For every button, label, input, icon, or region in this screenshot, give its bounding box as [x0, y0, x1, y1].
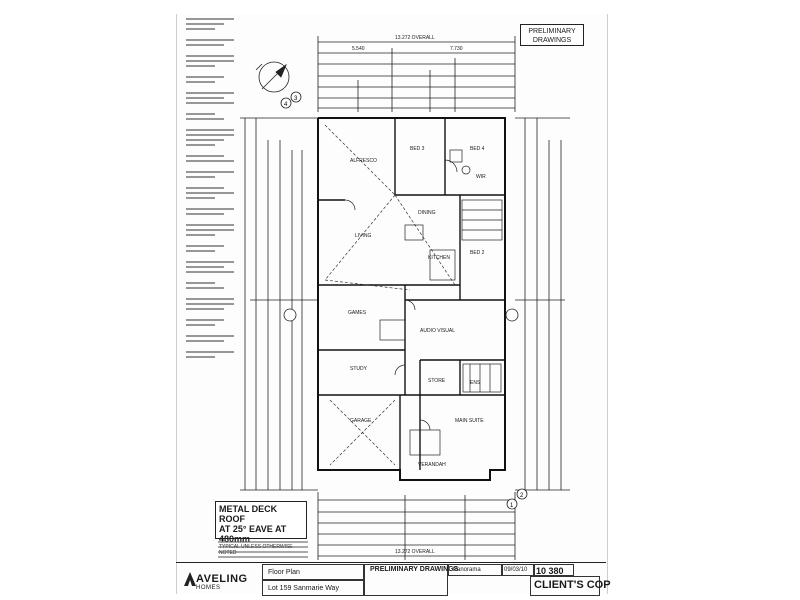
- room-dining: DINING: [418, 210, 436, 216]
- room-verandah: VERANDAH: [418, 462, 446, 468]
- client-copy-cell: [530, 576, 600, 596]
- drawing-title: Floor Plan: [268, 569, 300, 576]
- lot-cell: [262, 580, 364, 596]
- room-store: STORE: [428, 378, 446, 384]
- room-bed3: BED 3: [410, 146, 425, 152]
- drawing-title-cell: [262, 564, 364, 580]
- lot-address: Lot 159 Sanmarie Way: [268, 585, 339, 592]
- top-overall-dimension: 13.272 OVERALL: [395, 35, 435, 41]
- bottom-overall-dimension: 13.272 OVERALL: [395, 549, 435, 555]
- room-audio-visual: AUDIO VISUAL: [420, 328, 456, 334]
- room-games: GAMES: [348, 310, 367, 316]
- design-cell: [448, 564, 502, 576]
- top-right-dimension: 7.730: [450, 46, 463, 52]
- schedule-notes: [218, 541, 308, 561]
- section-marker-2: 2: [520, 493, 524, 499]
- section-marker-1: 1: [510, 503, 514, 509]
- design-name: Panorama: [453, 567, 481, 573]
- brand-name: AVELING: [196, 573, 248, 585]
- specification-notes: [186, 18, 234, 361]
- roof-note-box: METAL DECK ROOF AT 25° EAVE AT 480mm TYP…: [215, 501, 307, 556]
- preliminary-stamp: PRELIMINARY DRAWINGS: [520, 24, 584, 46]
- section-marker-4: 4: [284, 102, 288, 108]
- drawing-date: 09/03/10: [504, 567, 528, 573]
- job-number: 10 380: [536, 566, 564, 576]
- aveling-logo-icon: [184, 572, 196, 586]
- room-main-suite: MAIN SUITE: [455, 418, 484, 424]
- job-number-cell: [534, 564, 574, 576]
- section-marker-3: 3: [294, 96, 298, 102]
- room-study: STUDY: [350, 366, 367, 372]
- status-label: PRELIMINARY DRAWINGS: [370, 566, 459, 573]
- room-living: LIVING: [355, 233, 372, 239]
- room-kitchen: KITCHEN: [428, 255, 450, 261]
- room-bed2: BED 2: [470, 250, 485, 256]
- date-cell: [502, 564, 534, 576]
- title-block: [176, 562, 606, 599]
- room-bed4: BED 4: [470, 146, 485, 152]
- brand-subtitle: HOMES: [196, 585, 221, 591]
- room-garage: GARAGE: [350, 418, 372, 424]
- top-left-dimension: 5.540: [352, 46, 365, 52]
- status-cell: [364, 564, 448, 596]
- client-copy-stamp: CLIENT'S COP: [534, 579, 611, 591]
- room-wir: WIR: [476, 174, 486, 180]
- room-ens: ENS: [470, 380, 481, 386]
- room-alfresco: ALFRESCO: [350, 158, 377, 164]
